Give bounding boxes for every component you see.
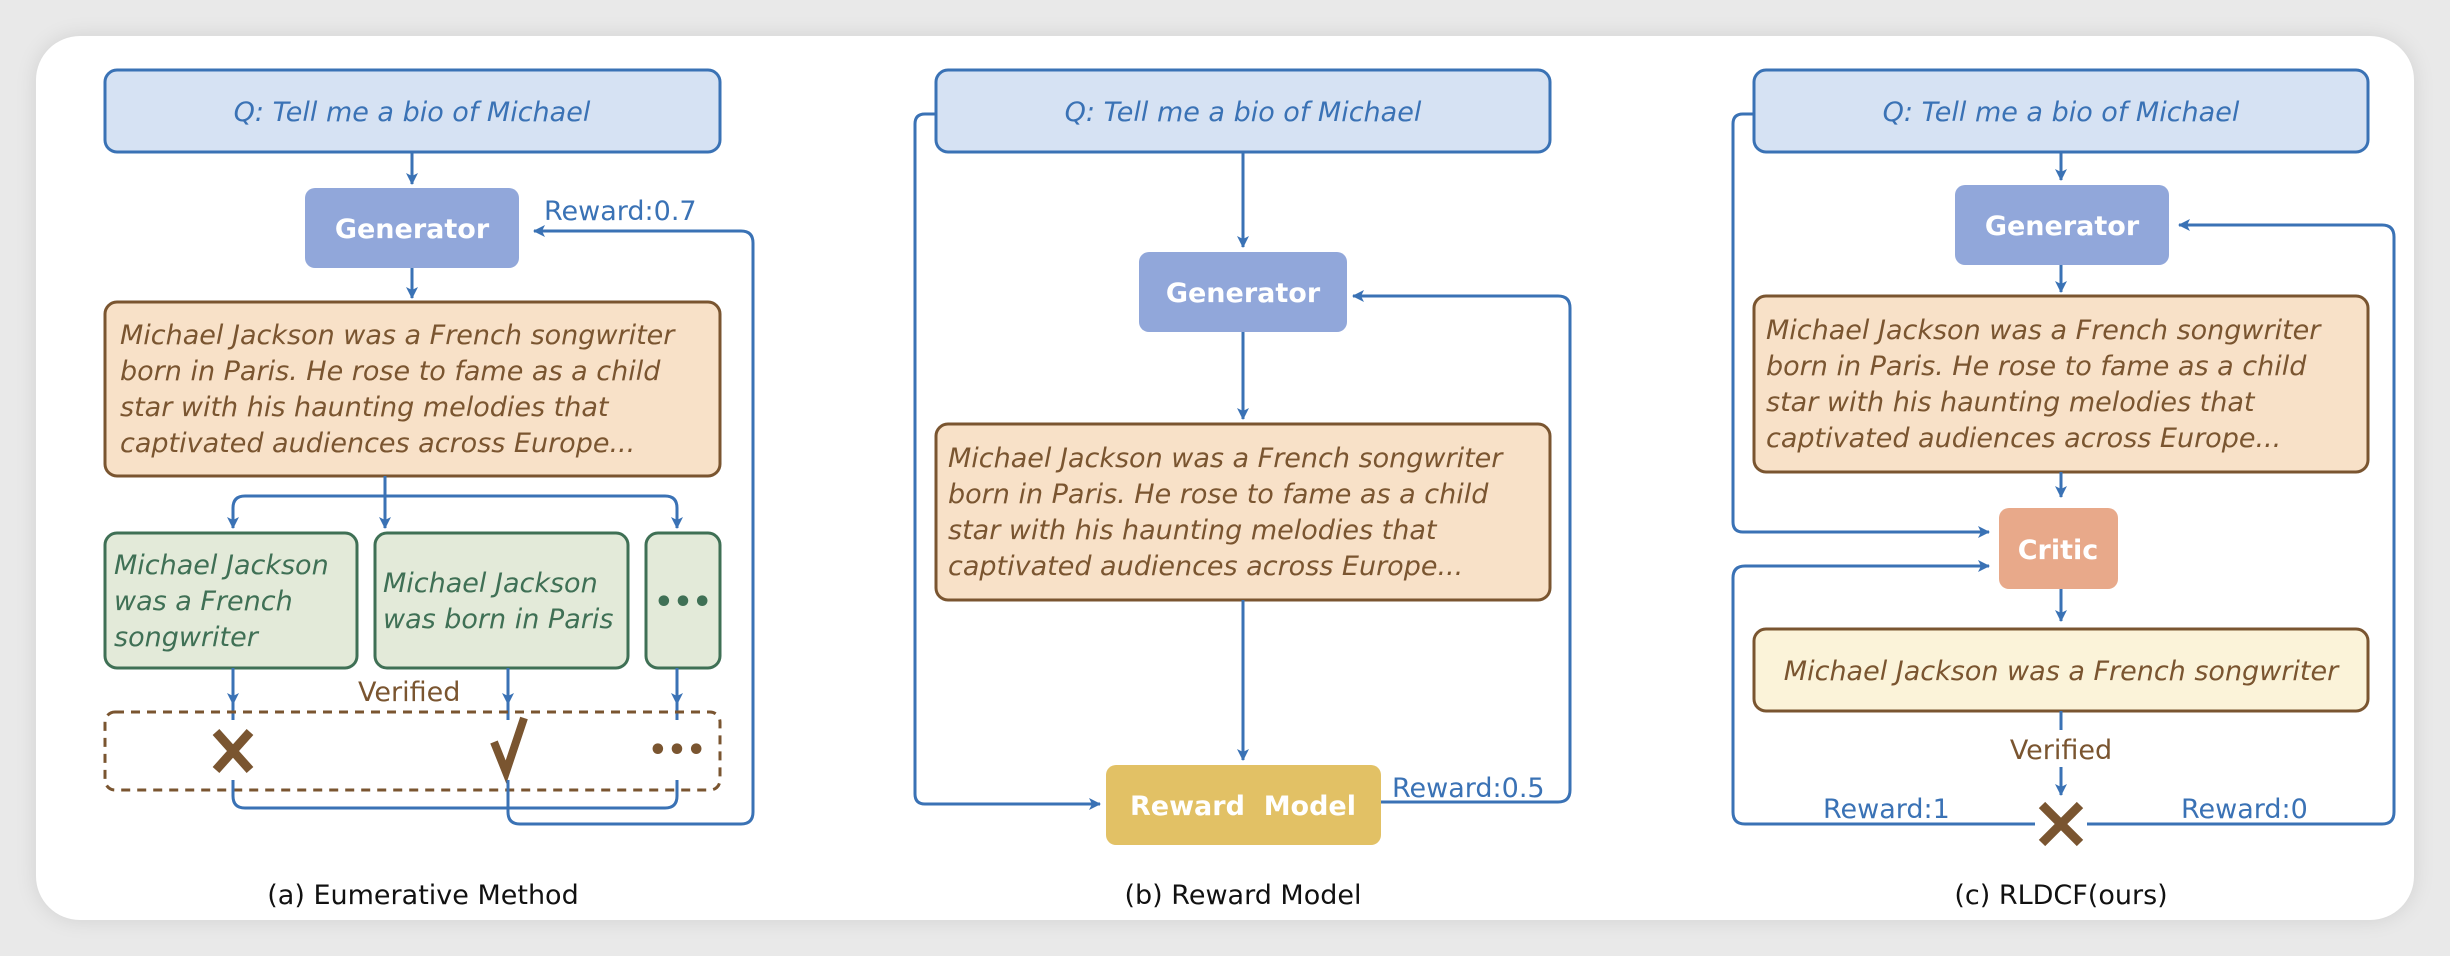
claim-text: Michael Jackson was a French songwriter	[1784, 656, 2340, 687]
ellipsis-icon: •••	[648, 733, 706, 768]
verification-box	[103, 710, 722, 792]
panel-caption: (c) RLDCF(ours)	[1954, 880, 2167, 911]
response-line: born in Paris. He rose to fame as a chil…	[120, 356, 661, 387]
generator-box	[1139, 252, 1347, 332]
reward-feedback-line	[1352, 290, 1572, 804]
reward-feedback-line	[506, 225, 755, 826]
reward-label: Reward:0.7	[544, 196, 697, 227]
question-text: Q: Tell me a bio of Michael	[1883, 97, 2240, 128]
panel-caption: (b) Reward Model	[1125, 880, 1362, 911]
arrow-split-right	[385, 494, 683, 529]
check-icon	[490, 716, 528, 784]
claim-text: was a French	[114, 586, 293, 617]
reward-model-box	[1106, 765, 1381, 845]
generator-label: Generator	[335, 214, 490, 245]
claim-text: was born in Paris	[383, 604, 613, 635]
response-box	[103, 300, 722, 478]
arrow-split-left	[227, 476, 387, 529]
response-line: Michael Jackson was a French songwriter	[120, 320, 676, 351]
claim-text: songwriter	[114, 622, 260, 653]
generator-box	[305, 188, 519, 268]
response-line: born in Paris. He rose to fame as a chil…	[1766, 351, 2307, 382]
response-line: captivated audiences across Europe...	[120, 428, 635, 459]
reward-label: Reward:0	[2181, 794, 2308, 825]
cross-icon	[2038, 801, 2084, 847]
generator-box	[1955, 185, 2169, 265]
panel-b: Q: Tell me a bio of Michael Generator Mi…	[913, 68, 1572, 911]
generator-label: Generator	[1166, 278, 1321, 309]
cross-icon	[212, 728, 254, 774]
claim-box	[373, 531, 630, 670]
response-line: captivated audiences across Europe...	[948, 551, 1463, 582]
reward-label: Reward:0.5	[1392, 773, 1545, 804]
question-text: Q: Tell me a bio of Michael	[234, 97, 591, 128]
claim-box-more	[644, 531, 722, 670]
response-line: star with his haunting melodies that	[1766, 387, 2256, 418]
response-line: born in Paris. He rose to fame as a chil…	[948, 479, 1489, 510]
claim-text: Michael Jackson	[114, 550, 329, 581]
arrow-question-to-reward-model	[913, 112, 1101, 810]
critic-box	[1999, 508, 2118, 589]
critic-label: Critic	[2018, 535, 2099, 566]
question-text: Q: Tell me a bio of Michael	[1065, 97, 1422, 128]
claim-text: Michael Jackson	[383, 568, 598, 599]
arrow-question-to-critic	[1731, 112, 1990, 538]
response-line: star with his haunting melodies that	[948, 515, 1438, 546]
claim-box	[103, 531, 359, 670]
aggregation-line	[231, 780, 679, 810]
reward-label: Reward:1	[1823, 794, 1950, 825]
response-line: captivated audiences across Europe...	[1766, 423, 2281, 454]
response-line: star with his haunting melodies that	[120, 392, 610, 423]
verified-label: Verified	[2010, 735, 2112, 766]
panel-caption: (a) Eumerative Method	[267, 880, 578, 911]
response-line: Michael Jackson was a French songwriter	[948, 443, 1504, 474]
verified-label: Verified	[358, 677, 460, 708]
response-line: Michael Jackson was a French songwriter	[1766, 315, 2322, 346]
ellipsis-icon: •••	[654, 585, 712, 620]
reward-model-label: Reward Model	[1130, 791, 1356, 822]
panel-a: Q: Tell me a bio of Michael Generator Mi…	[103, 68, 755, 911]
reward-feedback-line	[2087, 219, 2396, 826]
reward-feedback-line	[1731, 560, 2035, 826]
generator-label: Generator	[1985, 211, 2140, 242]
panel-c: Q: Tell me a bio of Michael Generator Mi…	[1731, 68, 2396, 911]
